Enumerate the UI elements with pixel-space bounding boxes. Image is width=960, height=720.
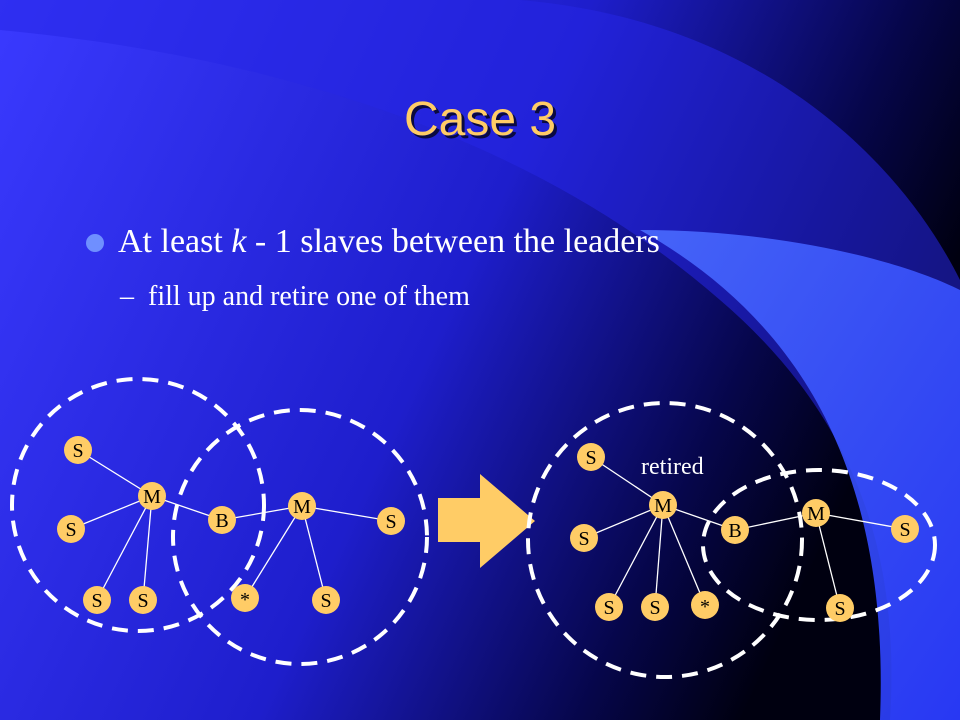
right-node-star: * [691, 591, 719, 619]
right-node-s-1: S [577, 443, 605, 471]
right-arrow-icon [438, 474, 535, 568]
left-node-s-5: S [129, 586, 157, 614]
svg-text:M: M [143, 486, 161, 508]
left-node-s-2: S [57, 515, 85, 543]
svg-text:S: S [137, 590, 148, 612]
svg-text:S: S [585, 447, 596, 469]
svg-text:S: S [91, 590, 102, 612]
svg-text:S: S [578, 528, 589, 550]
bullet-suffix: - 1 slaves between the leaders [246, 223, 660, 260]
bullet-k: k [231, 223, 247, 260]
bullet-dot-icon [86, 234, 104, 252]
svg-text:*: * [700, 596, 710, 618]
right-node-s-5: S [641, 593, 669, 621]
left-node-m-2: M [288, 492, 316, 520]
slide-title: Case 3 [403, 93, 557, 146]
svg-text:S: S [834, 598, 845, 620]
right-node-s-2: S [570, 524, 598, 552]
left-group-circle-1 [10, 377, 266, 633]
svg-text:B: B [215, 510, 228, 532]
bullet-prefix: At least [118, 223, 232, 260]
left-node-s-6: S [312, 586, 340, 614]
svg-text:S: S [899, 519, 910, 541]
sub-bullet-dash: – [120, 281, 134, 312]
left-node-s-4: S [83, 586, 111, 614]
svg-text:S: S [649, 597, 660, 619]
left-group-circle-2 [171, 408, 429, 666]
left-node-s-3: S [377, 507, 405, 535]
svg-text:S: S [320, 590, 331, 612]
sub-bullet: –fill up and retire one of them [120, 281, 470, 313]
right-node-s-3: S [891, 515, 919, 543]
right-node-s-4: S [595, 593, 623, 621]
svg-text:M: M [807, 503, 825, 525]
right-node-m-1: M [649, 491, 677, 519]
svg-text:S: S [72, 440, 83, 462]
svg-text:M: M [293, 496, 311, 518]
svg-text:S: S [603, 597, 614, 619]
left-node-star: * [231, 584, 259, 612]
svg-text:M: M [654, 495, 672, 517]
bullet-main: At least k - 1 slaves between the leader… [118, 223, 660, 261]
svg-text:*: * [240, 589, 250, 611]
right-node-s-6: S [826, 594, 854, 622]
svg-text:S: S [385, 511, 396, 533]
left-node-s-1: S [64, 436, 92, 464]
right-node-b: B [721, 516, 749, 544]
right-node-m-2: M [802, 499, 830, 527]
svg-text:S: S [65, 519, 76, 541]
svg-text:B: B [728, 520, 741, 542]
retired-label: retired [641, 454, 704, 480]
right-group-circle [526, 401, 804, 679]
left-node-b: B [208, 506, 236, 534]
sub-bullet-text: fill up and retire one of them [148, 281, 470, 312]
left-node-m-1: M [138, 482, 166, 510]
right-group-ellipse [701, 468, 937, 622]
